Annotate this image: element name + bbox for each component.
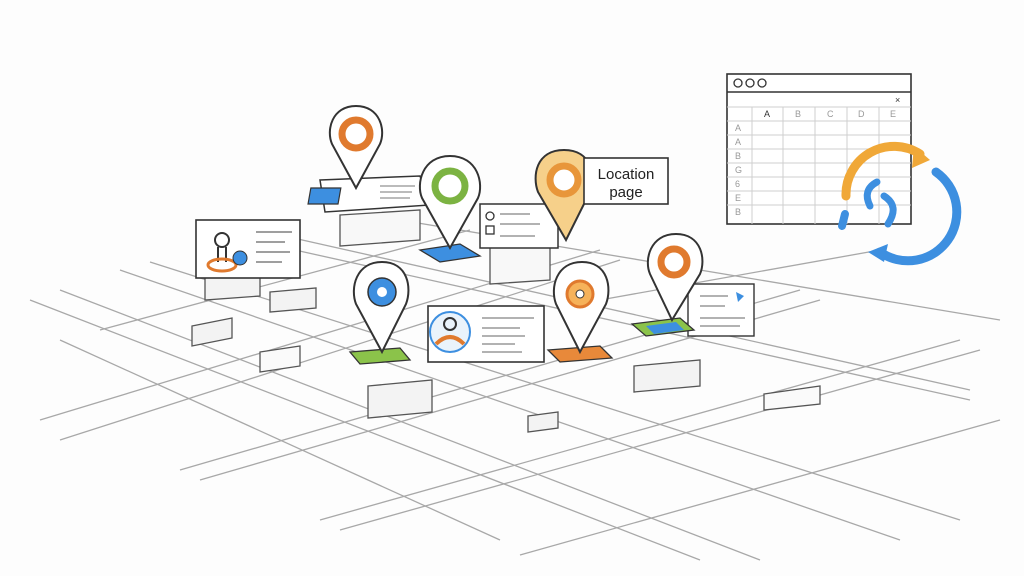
bag-icon bbox=[485, 225, 495, 235]
window-control-1 bbox=[733, 78, 743, 88]
info-card-center bbox=[479, 203, 559, 249]
pin-blue[interactable] bbox=[352, 260, 410, 355]
location-page-callout: Location page bbox=[583, 157, 669, 205]
person-icon bbox=[214, 232, 230, 248]
window-control-2 bbox=[745, 78, 755, 88]
ground-square-blue bbox=[418, 243, 482, 263]
pin-orange-right[interactable] bbox=[646, 232, 704, 323]
close-icon: × bbox=[895, 95, 900, 105]
svg-text:B: B bbox=[735, 207, 741, 217]
buildings bbox=[191, 209, 821, 433]
pin-orange-top[interactable] bbox=[328, 104, 384, 191]
callout-line1: Location bbox=[598, 166, 655, 183]
svg-text:B: B bbox=[795, 109, 801, 119]
svg-text:E: E bbox=[735, 193, 741, 203]
svg-text:6: 6 bbox=[735, 179, 740, 189]
info-card-right bbox=[687, 283, 755, 337]
svg-text:G: G bbox=[735, 165, 742, 175]
callout-line2: page bbox=[609, 184, 642, 201]
info-card-top bbox=[307, 175, 432, 213]
svg-text:E: E bbox=[890, 109, 896, 119]
svg-text:A: A bbox=[735, 137, 741, 147]
svg-text:C: C bbox=[827, 109, 834, 119]
pin-green[interactable] bbox=[418, 154, 482, 251]
blue-dot-icon bbox=[232, 250, 248, 266]
info-card-bottom bbox=[427, 305, 545, 363]
window-control-3 bbox=[757, 78, 767, 88]
svg-text:A: A bbox=[735, 123, 741, 133]
sync-icon bbox=[838, 141, 962, 266]
pin-orange-mid[interactable] bbox=[552, 260, 610, 355]
pin-outline-icon bbox=[485, 211, 495, 221]
svg-text:B: B bbox=[735, 151, 741, 161]
info-card-left bbox=[195, 219, 301, 279]
svg-text:A: A bbox=[764, 109, 770, 119]
street-grid bbox=[29, 219, 1001, 561]
svg-text:D: D bbox=[858, 109, 865, 119]
